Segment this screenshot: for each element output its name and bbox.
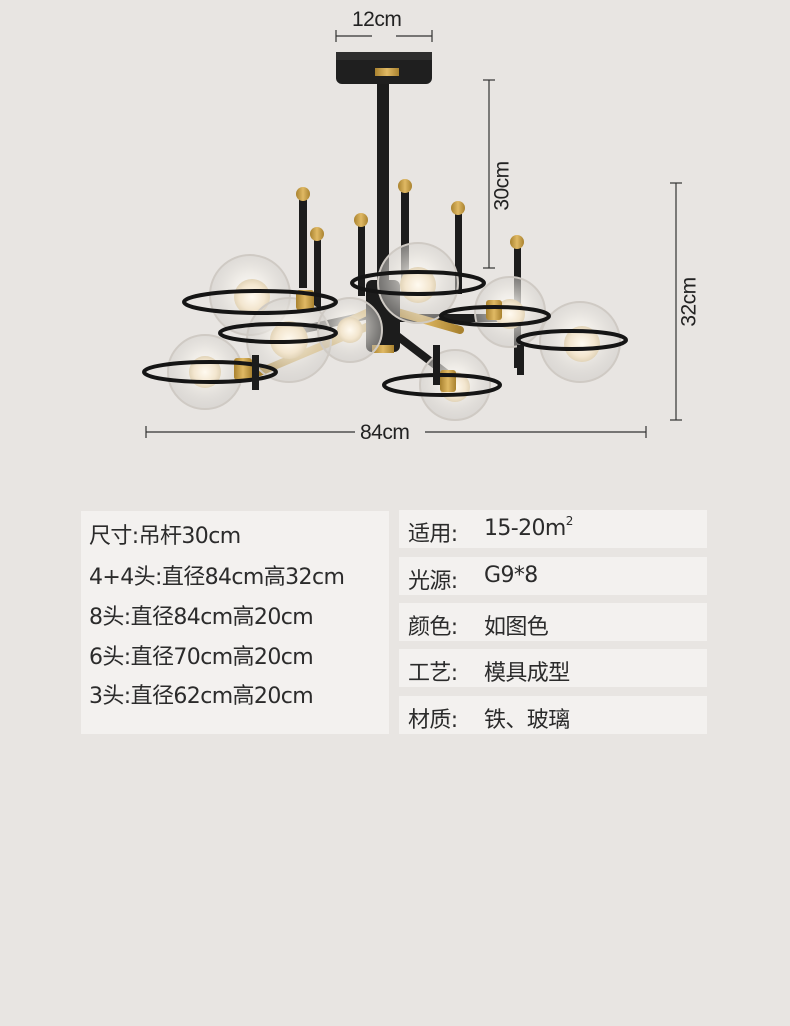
spec-value: 如图色 xyxy=(484,615,549,640)
size-spec-panel: 尺寸:吊杆30cm 4+4头:直径84cm高32cm 8头:直径84cm高20c… xyxy=(81,511,389,734)
spec-value: 模具成型 xyxy=(484,661,570,686)
spec-key: 光源: xyxy=(408,569,458,594)
chandelier-illustration xyxy=(142,30,682,438)
size-spec-row: 6头:直径70cm高20cm xyxy=(89,645,314,670)
spec-key: 工艺: xyxy=(408,661,458,686)
spec-value: 15-20m2 xyxy=(484,514,573,541)
spec-key: 颜色: xyxy=(408,615,458,640)
size-spec-row: 8头:直径84cm高20cm xyxy=(89,605,314,630)
spec-color: 颜色: 如图色 xyxy=(399,603,707,641)
spec-value: G9*8 xyxy=(484,563,538,588)
rings xyxy=(142,270,628,397)
rod-height-label: 30cm xyxy=(490,161,514,211)
spec-area: 适用: 15-20m2 xyxy=(399,510,707,548)
size-spec-row: 4+4头:直径84cm高32cm xyxy=(89,565,345,590)
total-width-label: 84cm xyxy=(360,421,410,444)
spec-key: 适用: xyxy=(408,522,458,547)
spec-craft: 工艺: 模具成型 xyxy=(399,649,707,687)
total-height-label: 32cm xyxy=(677,277,701,327)
spec-light-source: 光源: G9*8 xyxy=(399,557,707,595)
dimension-lines xyxy=(145,30,682,438)
top-width-label: 12cm xyxy=(352,8,402,31)
canopy xyxy=(336,52,432,84)
size-spec-row: 3头:直径62cm高20cm xyxy=(89,684,314,709)
size-spec-row: 尺寸:吊杆30cm xyxy=(89,524,241,549)
spec-material: 材质: 铁、玻璃 xyxy=(399,696,707,734)
spec-key: 材质: xyxy=(408,708,458,733)
spec-value: 铁、玻璃 xyxy=(484,708,570,733)
